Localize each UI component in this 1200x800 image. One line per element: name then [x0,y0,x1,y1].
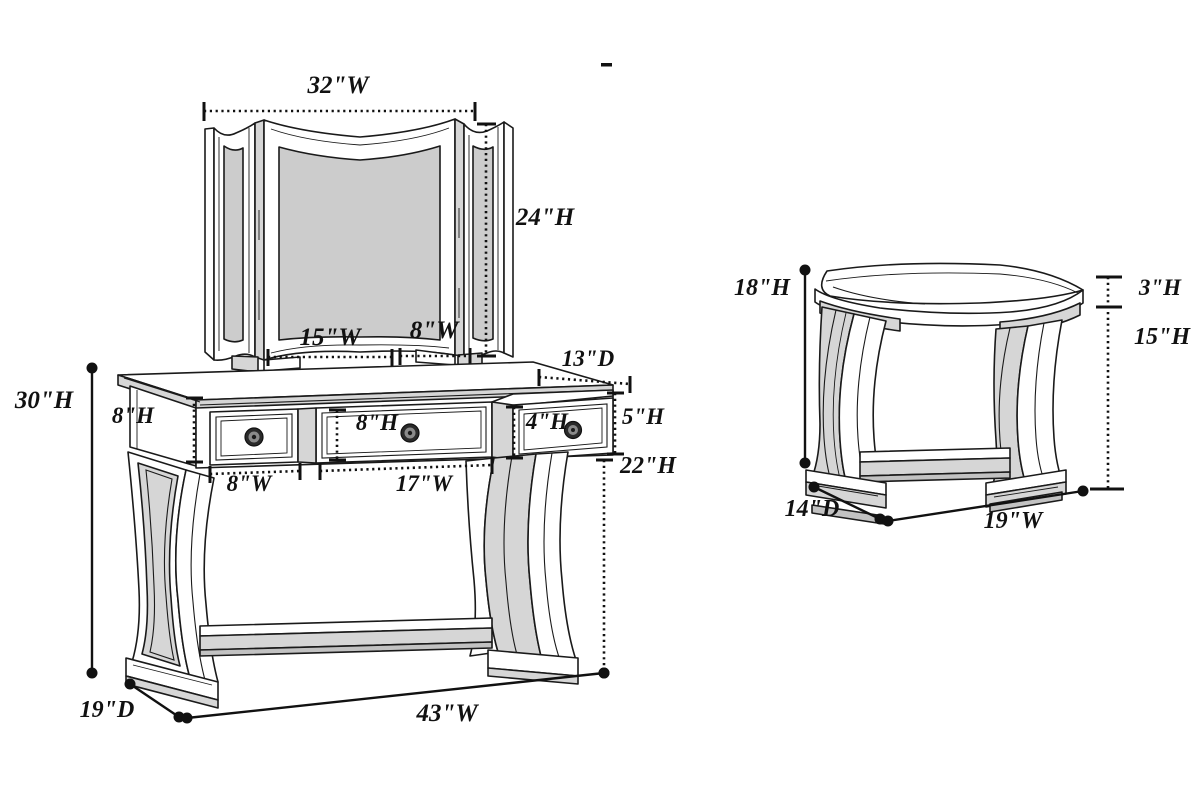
stool-height-dot-bottom [799,457,811,469]
label-drawer-side-w: 8"W [227,471,273,496]
mirror-center-glass [278,145,441,341]
desk-case-gap-left [297,407,317,464]
desk-width-dimline [186,671,605,720]
label-stool-height: 18"H [734,275,791,301]
stool-leg-front-right-line [1034,322,1047,486]
mirror-base-left [231,355,259,373]
stool-foot-left-detail [817,485,879,497]
label-stool-depth: 14"D [785,496,840,522]
stray-mark [601,63,612,67]
label-drawer-center-h: 8"H [356,410,399,435]
desk-assembly [117,361,614,709]
desk-leg-left-foot-line [132,664,213,686]
stool-cushion-seam [825,272,1079,294]
label-desk-height: 30"H [14,387,75,414]
label-stool-cushion-h: 3"H [1138,275,1182,300]
stool-cushion-crease [832,286,926,305]
desk-drawer-right-knob[interactable] [563,420,583,440]
desk-leg-right-front-curve [543,452,561,661]
desk-height-dot-bottom [86,667,98,679]
stool-height-dot-top [799,264,811,276]
mirror-left-wing-bevel [218,128,250,353]
desk-right-block-side [491,401,514,461]
mirror-base-center-left [263,356,301,372]
mirror-right-wing-glass [472,145,494,342]
desk-leg-right-foot-shade [487,667,579,685]
stool-depth-dot-top [808,481,820,493]
label-stool-leg-h: 15"H [1134,324,1191,350]
label-desk-depth: 19"D [80,697,135,723]
mirror-assembly [204,118,514,373]
stool-width-dot-left [882,515,894,527]
mirror-dimensions [202,102,496,366]
label-drawer-center-w: 17"W [396,471,454,496]
stool-leg-front-left-line [822,309,837,485]
stool-leg-front-left-line2 [832,312,847,487]
label-mirror-height: 24"H [515,204,576,231]
desk-width-dot-left [181,712,193,724]
label-desk-width: 43"W [415,700,479,727]
label-stool-width: 19"W [984,508,1044,534]
desk-leg-left-panel [137,462,181,667]
desk-leg-left-inner [145,469,175,661]
desk-width-dot-right [598,667,610,679]
label-clearance-h: 22"H [619,453,677,479]
label-mirror-side-width: 8"W [410,317,460,344]
mirror-right-wing-bevel [468,127,499,352]
desk-drawer-right-inner2 [523,407,603,451]
stool-assembly [805,262,1084,525]
label-apron-height: 8"H [112,403,155,428]
desk-drawer-left-knob[interactable] [244,427,264,447]
stool-foot-left-shade [805,481,887,509]
stool-depth-dimline [813,485,881,521]
desk-depth-dimline [129,683,180,718]
desk-leg-right-main-line [503,455,519,659]
top-depth-dimline [538,375,631,386]
desk-dimensions [86,362,632,724]
desk-drawer-center-inner1 [321,406,487,459]
desk-drawer-right-inner1 [518,403,608,455]
desk-drawer-left-inner1 [215,413,293,461]
stool-cushion-top [820,262,1084,305]
mirror-right-wing-frame [503,121,514,358]
desk-drawer-left-inner2 [220,417,288,457]
label-side-block-h: 5"H [622,404,665,429]
mirror-hinge-post-left [254,119,265,361]
desk-drawer-center-knob[interactable] [400,423,420,443]
mirror-left-wing-frame [204,127,215,361]
dimension-labels: 32"W 24"H 15"W 8"W 13"D 30"H 8"H 8"H 4"H… [14,72,1191,727]
desk-depth-dot-bottom [173,711,185,723]
desk-drawer-center-inner2 [326,410,482,455]
mirror-left-wing-glass [223,145,244,343]
stool-dimensions [799,264,1124,527]
stool-width-dot-right [1077,485,1089,497]
desk-height-dot-top [86,362,98,374]
label-desk-top-depth: 13"D [562,346,615,371]
mirror-center-bevel [270,127,450,354]
stool-width-dimline [887,489,1084,523]
desk-depth-dot-top [124,678,136,690]
label-drawer-side-h: 4"H [525,409,569,434]
label-mirror-center-width: 15"W [299,324,362,351]
stool-foot-right-detail [993,486,1059,498]
label-mirror-width: 32"W [306,72,370,99]
